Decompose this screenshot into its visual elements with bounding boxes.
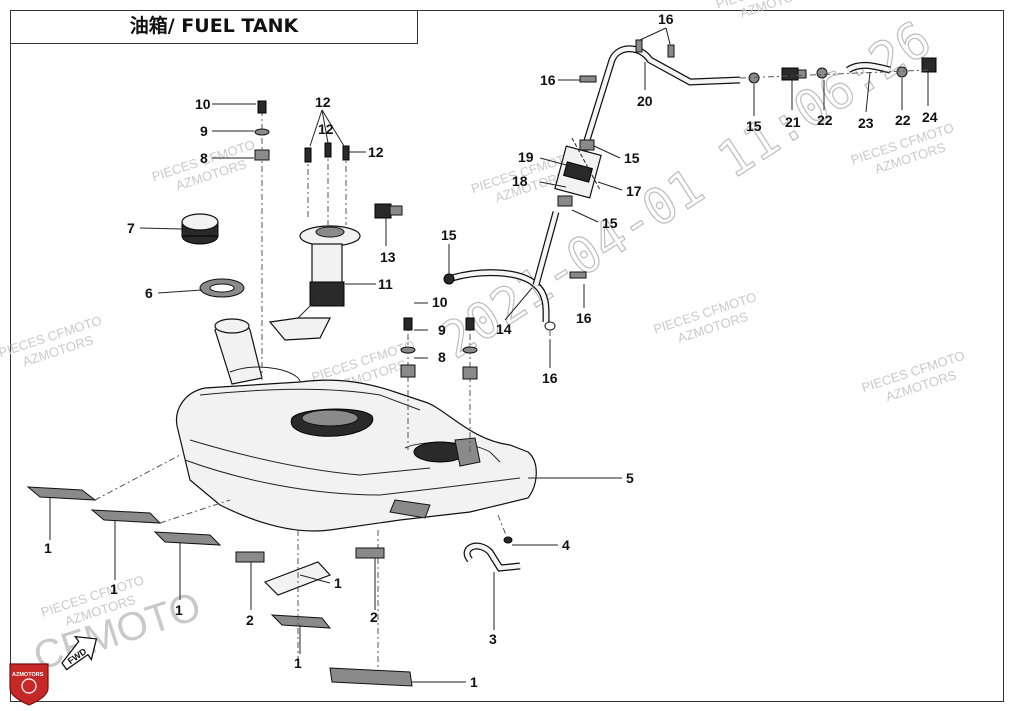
callout-20: 20	[637, 93, 653, 109]
callout-6: 6	[145, 285, 153, 301]
callout-18: 18	[512, 173, 528, 189]
callout-8: 8	[438, 349, 446, 365]
callout-12: 12	[318, 121, 334, 137]
callout-2: 2	[370, 609, 378, 625]
callout-2: 2	[246, 612, 254, 628]
callout-3: 3	[489, 631, 497, 647]
callout-11: 11	[378, 276, 393, 292]
callout-9: 9	[200, 123, 208, 139]
callout-1: 1	[470, 674, 478, 690]
fuel-cap	[181, 213, 219, 245]
callout-21: 21	[785, 114, 801, 130]
callout-1: 1	[294, 655, 302, 671]
callout-16: 16	[542, 370, 558, 386]
callout-1: 1	[44, 540, 52, 556]
callout-1: 1	[175, 602, 183, 618]
drawing-frame	[10, 10, 1004, 702]
azmotors-logo: AZMOTORS	[9, 663, 49, 706]
logo-text: AZMOTORS	[12, 672, 44, 678]
left-bolt-stack	[254, 100, 270, 380]
fuel-lines	[443, 45, 741, 331]
fuel-filter	[554, 137, 602, 207]
callout-10: 10	[195, 96, 211, 112]
leader-lines	[49, 27, 929, 683]
callout-5: 5	[626, 470, 634, 486]
callout-22: 22	[895, 112, 911, 128]
tank-pads	[26, 454, 413, 687]
connector	[374, 203, 403, 219]
callout-14: 14	[496, 321, 512, 337]
cap-gasket	[199, 278, 245, 298]
callout-9: 9	[438, 322, 446, 338]
callout-16: 16	[540, 72, 556, 88]
right-bolt-stacks	[400, 317, 478, 455]
callout-15: 15	[602, 215, 618, 231]
watermark-text: AZMOTORS	[738, 0, 813, 21]
callouts: 1 1 1 1 1 1 2 2 3 4 5 6 7 8 8 9 9 10 10 …	[44, 11, 938, 690]
page-title: 油箱/ FUEL TANK	[10, 10, 418, 44]
callout-12: 12	[315, 94, 331, 110]
callout-15: 15	[624, 150, 640, 166]
callout-23: 23	[858, 115, 874, 131]
callout-16: 16	[658, 11, 674, 27]
callout-22: 22	[817, 112, 833, 128]
callout-19: 19	[518, 149, 534, 165]
breather-hose	[463, 514, 521, 572]
rubber-mounts	[235, 547, 385, 563]
callout-17: 17	[626, 183, 642, 199]
callout-8: 8	[200, 150, 208, 166]
callout-1: 1	[334, 575, 342, 591]
fuel-pump	[268, 225, 361, 341]
right-hose-parts	[739, 57, 937, 84]
callout-10: 10	[432, 294, 448, 310]
fuel-tank	[176, 318, 537, 532]
callout-7: 7	[127, 220, 135, 236]
callout-13: 13	[380, 249, 396, 265]
callout-16: 16	[576, 310, 592, 326]
callout-12: 12	[368, 144, 384, 160]
callout-4: 4	[562, 537, 570, 553]
callout-1: 1	[110, 581, 118, 597]
pump-screws	[304, 142, 350, 225]
callout-15: 15	[441, 227, 457, 243]
callout-24: 24	[922, 109, 938, 125]
callout-15: 15	[746, 118, 762, 134]
